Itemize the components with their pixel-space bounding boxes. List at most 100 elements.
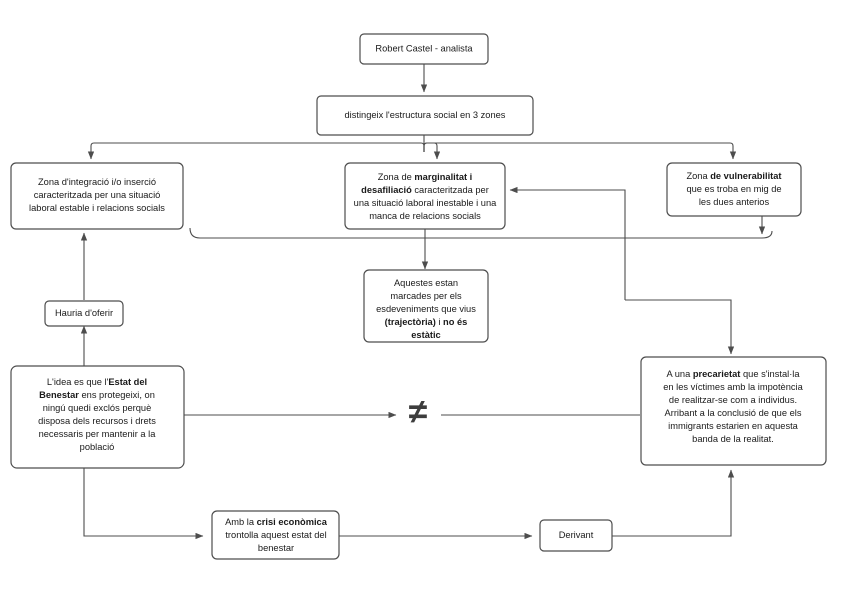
node-derivant-box[interactable]	[539, 519, 613, 552]
edge-distingeix-to-marginalitat	[423, 142, 441, 160]
node-benestar-line1a: L'idea es que l'	[47, 377, 109, 387]
edge-precarietat-feedback-lower	[625, 299, 735, 355]
node-precarietat-line1b: precarietat	[693, 369, 741, 379]
svg-text:necessaris per mantenir a la: necessaris per mantenir a la	[39, 429, 157, 439]
node-precarietat-line6: banda de la realitat.	[692, 434, 774, 444]
node-distingeix-box[interactable]	[316, 95, 534, 136]
svg-text:ningú quedi exclós perquè: ningú quedi exclós perquè	[43, 403, 152, 413]
svg-text:A una precarietat que s'instal: A una precarietat que s'instal·la	[666, 369, 800, 379]
node-robert-castel-box[interactable]	[359, 33, 489, 65]
svg-text:trontolla aquest estat del: trontolla aquest estat del	[225, 530, 326, 540]
node-aquestes-line5: estàtic	[411, 330, 440, 340]
node-zona-marginalitat-box[interactable]	[344, 162, 506, 230]
svg-text:distingeix l'estructura social: distingeix l'estructura social en 3 zone…	[345, 110, 506, 120]
svg-text:benestar: benestar	[258, 543, 294, 553]
node-crisi-line2: trontolla aquest estat del	[225, 530, 326, 540]
edge-distingeix-to-integracio	[87, 142, 425, 160]
svg-text:L'idea es que l'Estat del: L'idea es que l'Estat del	[47, 377, 147, 387]
node-zona-integracio-line2: caracteritzada per una situació	[34, 190, 161, 200]
svg-text:en les víctimes amb la impotèn: en les víctimes amb la impotència	[663, 382, 803, 392]
node-aquestes-marcades[interactable]: Aquestes estan marcades per els esdeveni…	[363, 269, 489, 343]
node-aquestes-line2: marcades per els	[390, 291, 462, 301]
node-benestar-line6: població	[80, 442, 115, 452]
svg-text:disposa dels recursos i drets: disposa dels recursos i drets	[38, 416, 156, 426]
node-aquestes-line4a: (trajectòria)	[385, 317, 436, 327]
edge-benestar-to-crisi	[83, 468, 204, 540]
node-precarietat[interactable]: A una precarietat que s'instal·la en les…	[640, 356, 827, 466]
svg-text:banda de la realitat.: banda de la realitat.	[692, 434, 774, 444]
node-hauria-oferir-label: Hauria d'oferir	[55, 308, 113, 318]
node-distingeix-label: distingeix l'estructura social en 3 zone…	[345, 110, 506, 120]
node-hauria-oferir-box[interactable]	[44, 300, 124, 327]
node-aquestes-line4c: no és	[443, 317, 467, 327]
svg-text:laboral estable i relacions so: laboral estable i relacions socials	[29, 203, 165, 213]
node-zona-vulnerabilitat-line3: les dues anterios	[699, 197, 770, 207]
node-aquestes-line1: Aquestes estan	[394, 278, 458, 288]
node-precarietat-line2: en les víctimes amb la impotència	[663, 382, 803, 392]
node-benestar-line1b: Estat del	[108, 377, 147, 387]
svg-text:Zona d'integració i/o inserció: Zona d'integració i/o inserció	[38, 177, 156, 187]
svg-text:Benestar ens protegeixi, on: Benestar ens protegeixi, on	[39, 390, 155, 400]
node-estat-benestar[interactable]: L'idea es que l'Estat del Benestar ens p…	[10, 365, 185, 469]
node-zona-marginalitat[interactable]: Zona de marginalitat i desafiliació cara…	[344, 162, 506, 230]
node-hauria-oferir[interactable]: Hauria d'oferir	[44, 300, 124, 327]
svg-text:les dues anterios: les dues anterios	[699, 197, 770, 207]
svg-text:Aquestes estan: Aquestes estan	[394, 278, 458, 288]
node-zona-marginalitat-line1b: marginalitat i	[414, 172, 472, 182]
node-crisi-line3: benestar	[258, 543, 294, 553]
node-precarietat-line1c: que s'instal·la	[740, 369, 800, 379]
node-benestar-line2b: ens protegeixi, on	[79, 390, 155, 400]
svg-text:Derivant: Derivant	[559, 530, 594, 540]
node-aquestes-line4b: i	[436, 317, 443, 327]
node-crisi-line1a: Amb la	[225, 517, 257, 527]
node-crisi-economica[interactable]: Amb la crisi econòmica trontolla aquest …	[211, 510, 340, 560]
node-crisi-economica-box[interactable]	[211, 510, 340, 560]
svg-text:marcades per els: marcades per els	[390, 291, 462, 301]
node-not-equal: ≠	[409, 393, 428, 431]
svg-text:Amb la crisi econòmica: Amb la crisi econòmica	[225, 517, 328, 527]
svg-text:Zona de marginalitat i: Zona de marginalitat i	[378, 172, 473, 182]
svg-text:Arribant a la conclusió de que: Arribant a la conclusió de que els	[665, 408, 802, 418]
node-zona-marginalitat-line1a: Zona de	[378, 172, 415, 182]
svg-text:Zona de vulnerabilitat: Zona de vulnerabilitat	[686, 171, 781, 181]
node-aquestes-marcades-box[interactable]	[363, 269, 489, 343]
node-precarietat-line5: immigrants estarien en aquesta	[668, 421, 799, 431]
node-precarietat-line1a: A una	[666, 369, 692, 379]
svg-text:desafiliació caracteritzada pe: desafiliació caracteritzada per	[361, 185, 489, 195]
node-robert-castel[interactable]: Robert Castel - analista	[359, 33, 489, 65]
node-distingeix[interactable]: distingeix l'estructura social en 3 zone…	[316, 95, 534, 136]
svg-text:Hauria d'oferir: Hauria d'oferir	[55, 308, 113, 318]
edge-bus-right-segment	[425, 230, 773, 239]
svg-text:manca de relacions socials: manca de relacions socials	[369, 211, 481, 221]
node-zona-marginalitat-line4: manca de relacions socials	[369, 211, 481, 221]
node-derivant-label: Derivant	[559, 530, 594, 540]
node-zona-marginalitat-line3: una situació laboral inestable i una	[354, 198, 497, 208]
node-precarietat-line4: Arribant a la conclusió de que els	[665, 408, 802, 418]
edge-integracio-to-bus	[189, 227, 425, 239]
svg-text:immigrants estarien en aquesta: immigrants estarien en aquesta	[668, 421, 799, 431]
svg-text:població: població	[80, 442, 115, 452]
svg-text:que es troba en mig de: que es troba en mig de	[686, 184, 781, 194]
edge-layer	[80, 63, 773, 540]
node-zona-integracio-line3: laboral estable i relacions socials	[29, 203, 165, 213]
node-precarietat-box[interactable]	[640, 356, 827, 466]
node-zona-vulnerabilitat-line1a: Zona	[686, 171, 710, 181]
node-aquestes-line3: esdeveniments que vius	[376, 304, 476, 314]
edge-derivant-to-precarietat	[612, 469, 735, 537]
svg-text:(trajectòria) i no és: (trajectòria) i no és	[385, 317, 468, 327]
node-zona-vulnerabilitat-box[interactable]	[666, 162, 802, 217]
node-zona-integracio-box[interactable]	[10, 162, 184, 230]
svg-text:caracteritzada per una situaci: caracteritzada per una situació	[34, 190, 161, 200]
node-benestar-line5: necessaris per mantenir a la	[39, 429, 157, 439]
node-derivant[interactable]: Derivant	[539, 519, 613, 552]
svg-text:estàtic: estàtic	[411, 330, 440, 340]
node-estat-benestar-box[interactable]	[10, 365, 185, 469]
not-equal-symbol: ≠	[409, 393, 428, 431]
node-crisi-line1b: crisi econòmica	[257, 517, 328, 527]
edge-distingeix-to-vulnerabilitat	[423, 142, 737, 160]
node-zona-marginalitat-line2b: caracteritzada per	[412, 185, 489, 195]
node-zona-vulnerabilitat[interactable]: Zona de vulnerabilitat que es troba en m…	[666, 162, 802, 217]
node-zona-integracio[interactable]: Zona d'integració i/o inserció caracteri…	[10, 162, 184, 230]
node-precarietat-line3: de realitzar-se com a individus.	[669, 395, 797, 405]
